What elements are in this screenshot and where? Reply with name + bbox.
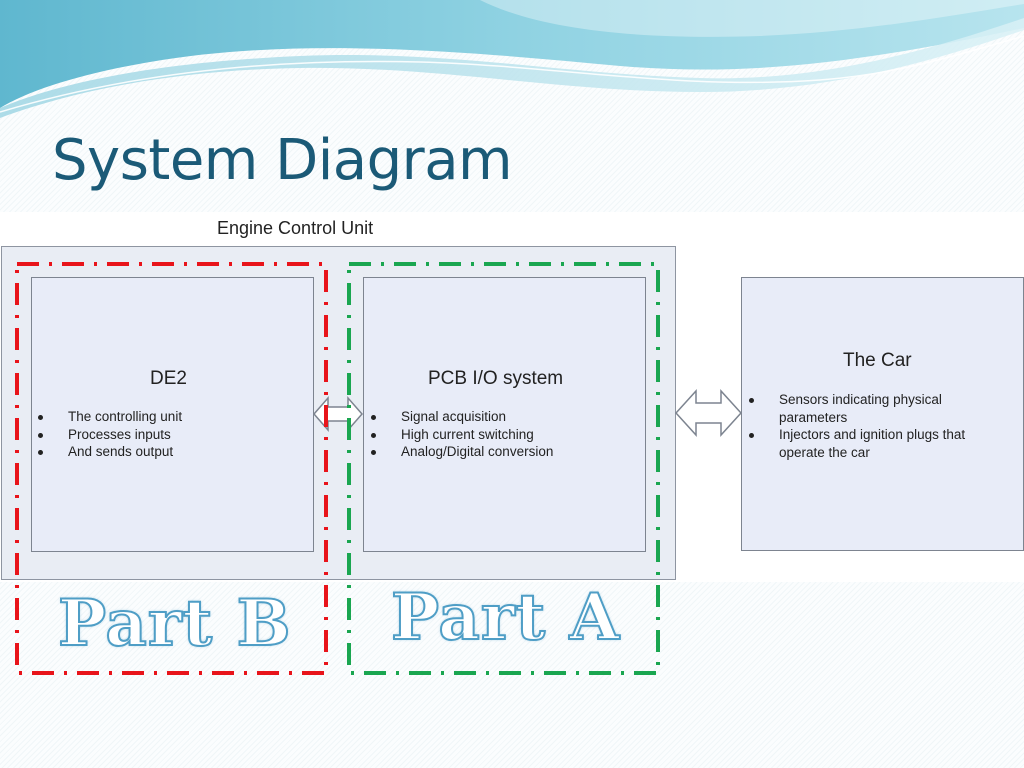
pcb-title: PCB I/O system (428, 368, 564, 389)
list-item: Processes inputs (35, 426, 305, 444)
slide-title: System Diagram (52, 128, 513, 193)
ecu-label: Engine Control Unit (217, 218, 374, 238)
part-a-label: Part A (390, 579, 621, 656)
part-b-label: Part B (57, 585, 292, 662)
list-item: Sensors indicating physical parameters (746, 391, 996, 426)
list-item: The controlling unit (35, 408, 305, 426)
pcb-bullet-list: Signal acquisition High current switchin… (368, 408, 638, 461)
list-item: High current switching (368, 426, 638, 444)
car-bullet-list: Sensors indicating physical parameters I… (746, 391, 996, 461)
car-title: The Car (843, 350, 912, 371)
de2-bullet-list: The controlling unit Processes inputs An… (35, 408, 305, 461)
list-item: Injectors and ignition plugs that operat… (746, 426, 996, 461)
list-item: Signal acquisition (368, 408, 638, 426)
list-item: And sends output (35, 443, 305, 461)
header-swoosh-decoration (0, 0, 1024, 118)
list-item: Analog/Digital conversion (368, 443, 638, 461)
de2-title: DE2 (150, 368, 187, 389)
